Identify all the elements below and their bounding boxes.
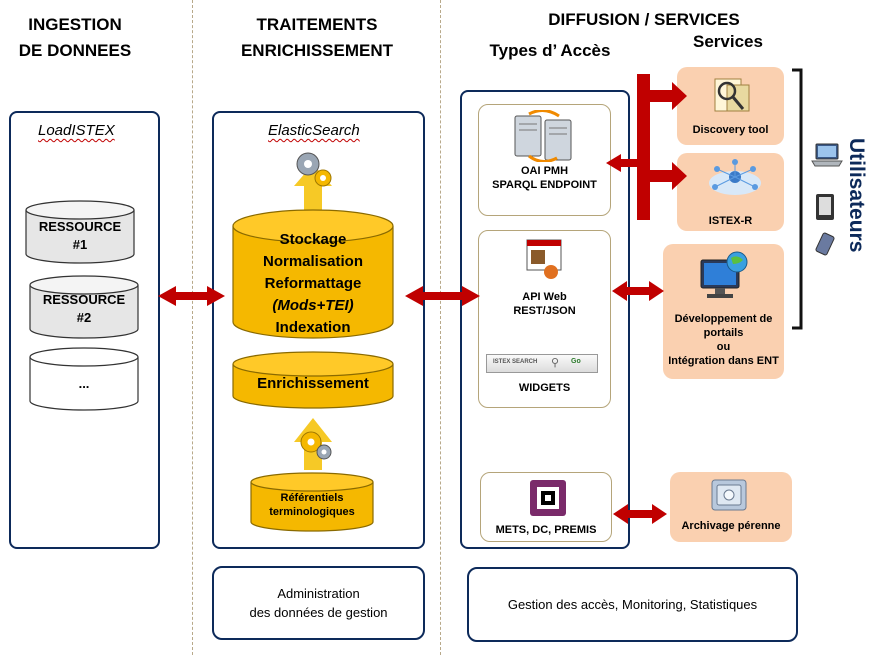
arrow-oai-trunk <box>606 154 640 172</box>
admin-line2: des données de gestion <box>249 605 388 620</box>
dev-line3: ou <box>716 341 731 353</box>
enrichissement-label: Enrichissement <box>257 375 369 392</box>
separator-right <box>440 0 441 655</box>
resource-cylinder-3 <box>29 347 139 411</box>
api-web-icon <box>526 239 562 279</box>
gestion-label: Gestion des accès, Monitoring, Statistiq… <box>507 597 758 612</box>
resource-2-line1: RESSOURCE <box>42 292 126 307</box>
resource-cylinder-1 <box>25 200 135 264</box>
arrow-to-istexr <box>650 162 687 190</box>
stockage-line-2: Normalisation <box>262 253 364 270</box>
widget-search-label: ISTEX SEARCH <box>493 359 538 365</box>
search-icon: ⚲ <box>551 357 560 369</box>
oai-line2: SPARQL ENDPOINT <box>492 179 597 191</box>
arrow-traitement-acces <box>405 286 480 306</box>
separator-left <box>192 0 193 655</box>
phone-icon <box>815 232 835 256</box>
widget-go-button[interactable]: Go <box>571 358 581 365</box>
ingestion-title: LoadISTEX <box>38 122 115 139</box>
dev-line1: Développement de <box>674 313 773 325</box>
resource-2-line2: #2 <box>76 310 92 325</box>
header-traitements-line1: TRAITEMENTS <box>256 15 378 34</box>
header-diffusion: DIFFUSION / SERVICES <box>548 10 740 29</box>
api-line1: API Web <box>522 291 567 303</box>
discovery-label: Discovery tool <box>692 124 769 136</box>
stockage-line-5: Indexation <box>275 319 351 336</box>
resource-1-line2: #1 <box>72 237 88 252</box>
oai-label: OAI PMH SPARQL ENDPOINT <box>478 164 611 192</box>
header-services: Services <box>693 32 763 51</box>
arrow-mets-archivage <box>613 504 667 524</box>
referentiels-label: Référentiels terminologiques <box>249 491 375 519</box>
trunk-vertical <box>637 74 650 220</box>
admin-box: Administration des données de gestion <box>212 566 425 640</box>
resource-3-label: ... <box>78 376 90 391</box>
laptop-icon <box>811 143 843 167</box>
istexr-label: ISTEX-R <box>708 215 753 227</box>
utilisateurs-label: Utilisateurs <box>845 138 868 253</box>
stockage-line-3: Reformattage <box>264 275 362 292</box>
gear-arrow-icon-bottom <box>294 418 332 470</box>
archivage-label: Archivage pérenne <box>681 520 781 532</box>
dev-label: Développement de portails ou Intégration… <box>663 312 784 368</box>
monitor-globe-icon <box>700 251 748 298</box>
arrow-to-discovery <box>650 82 687 110</box>
api-line2: REST/JSON <box>513 305 576 317</box>
resource-1-label: RESSOURCE #1 <box>24 218 136 254</box>
header-ingestion-line2: DE DONNEES <box>18 41 132 60</box>
resource-2-label: RESSOURCE #2 <box>28 291 140 327</box>
network-cloud-icon <box>709 159 761 195</box>
header-ingestion: INGESTION DE DONNEES <box>0 12 150 64</box>
referentiels-line1: Référentiels <box>280 492 344 504</box>
resource-cylinder-2 <box>29 275 139 339</box>
traitement-title: ElasticSearch <box>268 122 360 139</box>
server-sync-icon <box>514 110 572 162</box>
discovery-icon <box>714 78 750 112</box>
admin-line1: Administration <box>277 586 360 601</box>
arrow-ingestion-traitement <box>158 286 225 306</box>
referentiels-cylinder <box>250 472 374 532</box>
oai-line1: OAI PMH <box>520 165 569 177</box>
api-label: API Web REST/JSON <box>478 290 611 318</box>
archive-safe-icon <box>711 479 747 511</box>
gear-arrow-icon-top <box>294 152 332 212</box>
stockage-line-4: (Mods+TEI) <box>272 297 354 314</box>
mets-icon <box>530 480 566 516</box>
dev-line2: portails <box>703 327 744 339</box>
dev-line4: Intégration dans ENT <box>668 355 779 367</box>
stockage-line-1: Stockage <box>279 231 347 248</box>
tablet-icon <box>816 194 834 220</box>
widgets-label: WIDGETS <box>518 382 571 394</box>
gestion-box: Gestion des accès, Monitoring, Statistiq… <box>467 567 798 642</box>
stockage-label: Stockage Normalisation Reformattage (Mod… <box>231 229 395 339</box>
utilisateurs-bracket <box>792 68 803 330</box>
header-ingestion-line1: INGESTION <box>28 15 122 34</box>
mets-label: METS, DC, PREMIS <box>495 524 597 536</box>
header-traitements-line2: ENRICHISSEMENT <box>240 41 394 60</box>
header-traitements: TRAITEMENTS ENRICHISSEMENT <box>222 12 412 64</box>
stockage-cylinder <box>232 209 394 339</box>
referentiels-line2: terminologiques <box>269 506 355 518</box>
resource-1-line1: RESSOURCE <box>38 219 122 234</box>
enrichissement-cylinder <box>232 351 394 409</box>
arrow-api-dev <box>612 281 664 301</box>
widget-search-box[interactable]: ISTEX SEARCH ⚲ Go <box>486 354 598 373</box>
header-types-acces: Types d’ Accès <box>489 41 611 60</box>
